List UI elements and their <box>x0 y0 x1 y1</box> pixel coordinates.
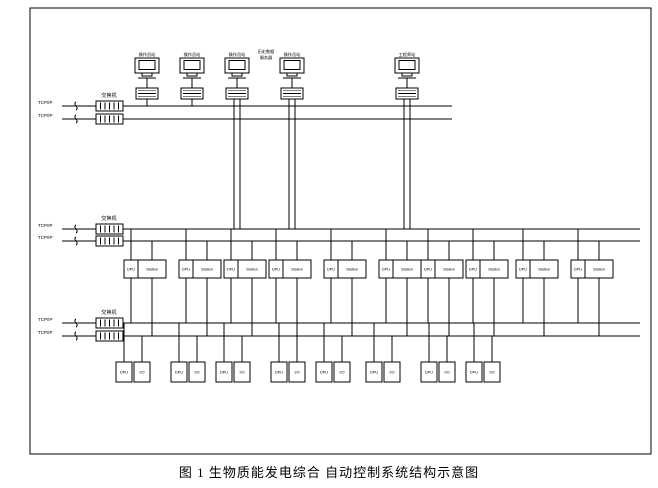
monitor-screen <box>138 60 156 70</box>
controller-dpu-label: DPU <box>519 268 527 272</box>
tcpip-label: TCP/IP <box>38 235 53 240</box>
io-module-label: I/O <box>489 371 494 375</box>
controller-station-label: Station <box>346 268 358 272</box>
monitor-neck <box>286 72 298 77</box>
io-dpu-box <box>315 361 333 383</box>
tcpip-label: TCP/IP <box>38 113 53 118</box>
tcpip-label: TCP/IP <box>38 100 53 105</box>
switch-label: 交换机 <box>101 214 117 222</box>
controller-station-box <box>529 259 559 279</box>
controller-dpu-label: DPU <box>227 268 235 272</box>
switch-label: 交换机 <box>101 308 117 316</box>
tcpip-label: TCP/IP <box>38 223 53 228</box>
controller-station-box <box>584 259 614 279</box>
controller-dpu-label: DPU <box>382 268 390 272</box>
controller-station-box <box>337 259 367 279</box>
controller-dpu-label: DPU <box>182 268 190 272</box>
switch-label: 交换机 <box>101 91 117 99</box>
controller-station-label: Station <box>443 268 455 272</box>
workstation-label: 操作员站 <box>229 51 246 58</box>
controller-station-label: Station <box>291 268 303 272</box>
controller-dpu-label: DPU <box>424 268 432 272</box>
figure-caption: 图 1 生物质能发电综合 自动控制系统结构示意图 <box>178 465 480 480</box>
tcpip-label: TCP/IP <box>38 330 53 335</box>
io-dpu-label: DPU <box>470 371 478 375</box>
monitor-neck <box>141 72 153 77</box>
io-module-label: I/O <box>139 371 144 375</box>
io-dpu-label: DPU <box>120 371 128 375</box>
controller-station-label: Station <box>593 268 605 272</box>
io-module-label: I/O <box>194 371 199 375</box>
io-module-box <box>483 361 501 383</box>
io-dpu-label: DPU <box>175 371 183 375</box>
line-break-symbol <box>74 331 78 341</box>
io-dpu-box <box>365 361 383 383</box>
io-dpu-label: DPU <box>220 371 228 375</box>
io-module-box <box>438 361 456 383</box>
monitor-screen <box>228 60 246 70</box>
controller-station-box <box>434 259 464 279</box>
workstation-label: 操作员站 <box>284 51 301 58</box>
io-module-box <box>288 361 306 383</box>
workstation-label: 操作员站 <box>184 51 201 58</box>
io-module-box <box>133 361 151 383</box>
line-break-symbol <box>74 114 78 124</box>
server-note-line2: 服务器 <box>260 54 273 61</box>
io-dpu-label: DPU <box>275 371 283 375</box>
controller-dpu-label: DPU <box>574 268 582 272</box>
line-break-symbol <box>74 236 78 246</box>
monitor-screen <box>283 60 301 70</box>
workstation-label: 工程师站 <box>399 51 416 58</box>
io-dpu-box <box>465 361 483 383</box>
io-module-box <box>188 361 206 383</box>
monitor-neck <box>401 72 413 77</box>
monitor-neck <box>231 72 243 77</box>
controller-station-box <box>237 259 267 279</box>
io-module-box <box>333 361 351 383</box>
io-module-box <box>233 361 251 383</box>
line-break-symbol <box>74 224 78 234</box>
io-module-box <box>383 361 401 383</box>
io-dpu-box <box>115 361 133 383</box>
controller-station-label: Station <box>246 268 258 272</box>
controller-station-label: Station <box>488 268 500 272</box>
controller-dpu-label: DPU <box>469 268 477 272</box>
line-break-symbol <box>74 101 78 111</box>
controller-station-label: Station <box>538 268 550 272</box>
controller-dpu-label: DPU <box>272 268 280 272</box>
monitor-screen <box>398 60 416 70</box>
server-note-line1: 历史数据 <box>258 48 275 55</box>
workstation-label: 操作员站 <box>139 51 156 58</box>
line-break-symbol <box>74 318 78 328</box>
monitor-neck <box>186 72 198 77</box>
monitor-screen <box>183 60 201 70</box>
controller-station-box <box>479 259 509 279</box>
diagram-frame <box>29 7 652 455</box>
tcpip-label: TCP/IP <box>38 317 53 322</box>
io-module-label: I/O <box>339 371 344 375</box>
io-dpu-box <box>170 361 188 383</box>
controller-station-box <box>137 259 167 279</box>
io-module-label: I/O <box>239 371 244 375</box>
controller-station-label: Station <box>401 268 413 272</box>
io-dpu-label: DPU <box>425 371 433 375</box>
io-module-label: I/O <box>389 371 394 375</box>
system-structure-diagram: TCP/IP TCP/IP 交换机 TCP/IP TCP/IP 交换机 TCP/IP TCP/… <box>29 7 652 455</box>
io-module-label: I/O <box>444 371 449 375</box>
io-dpu-box <box>270 361 288 383</box>
io-dpu-box <box>215 361 233 383</box>
io-module-label: I/O <box>294 371 299 375</box>
controller-station-label: Station <box>146 268 158 272</box>
io-dpu-box <box>420 361 438 383</box>
controller-station-box <box>192 259 222 279</box>
controller-dpu-label: DPU <box>327 268 335 272</box>
io-dpu-label: DPU <box>320 371 328 375</box>
controller-dpu-label: DPU <box>127 268 135 272</box>
io-dpu-label: DPU <box>370 371 378 375</box>
controller-station-label: Station <box>201 268 213 272</box>
controller-station-box <box>282 259 312 279</box>
